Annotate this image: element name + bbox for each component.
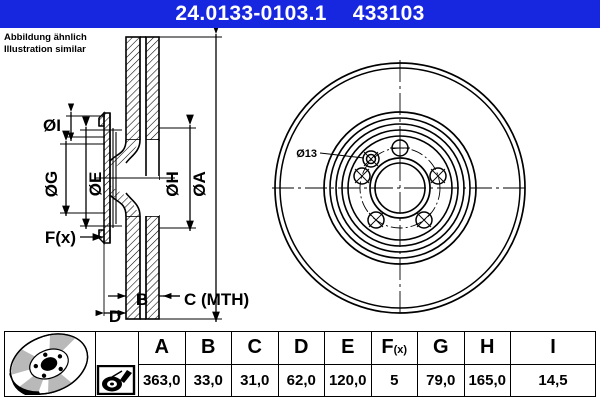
fx-main: F <box>381 336 394 359</box>
note-line-german: Abbildung ähnlich <box>4 32 87 43</box>
diameter-13-leader <box>319 152 365 159</box>
label-b: B <box>136 290 148 309</box>
column-header-c: C <box>231 331 279 365</box>
bottom-dimensions: B C (MTH) D <box>95 243 249 326</box>
label-diameter-a: ØA <box>190 171 209 197</box>
part-number: 24.0133-0103.1 <box>175 2 327 25</box>
dimension-diameter-e: ØE <box>80 116 122 229</box>
value-b: 33,0 <box>184 363 232 397</box>
bolt-hole <box>390 138 410 158</box>
specification-table: A B C D E F(x) G H I <box>4 331 596 397</box>
reference-number: 433103 <box>352 2 425 25</box>
column-header-g: G <box>417 331 465 365</box>
column-header-b: B <box>184 331 232 365</box>
face-view: Ø13 <box>272 60 528 316</box>
dimension-c: C (MTH) <box>163 290 249 309</box>
friction-ring-2 <box>329 117 471 259</box>
value-c: 31,0 <box>231 363 279 397</box>
hub-bell-bottom <box>109 176 159 217</box>
label-diameter-13: Ø13 <box>296 148 317 160</box>
drawing-area: ØI ØG ØE F(x) <box>0 28 600 328</box>
face-centre-lines <box>272 60 528 316</box>
column-header-fx: F(x) <box>370 331 418 365</box>
bolt-hole <box>353 167 371 185</box>
dimension-diameter-i: ØI <box>43 103 105 141</box>
column-header-d: D <box>277 331 325 365</box>
friction-ring-top <box>125 36 160 141</box>
label-diameter-i: ØI <box>43 116 61 135</box>
label-diameter-h: ØH <box>163 171 182 197</box>
left-dimensions: ØI ØG ØE F(x) <box>42 103 122 247</box>
note-line-english: Illustration similar <box>4 43 86 55</box>
column-header-a: A <box>138 331 186 365</box>
hat-outer-ring <box>347 135 453 241</box>
value-g: 79,0 <box>417 363 465 397</box>
dimension-diameter-a: ØA <box>159 28 222 322</box>
label-fx: F(x) <box>45 228 76 247</box>
disc-outer-edge <box>274 62 526 314</box>
label-diameter-e: ØE <box>86 172 105 197</box>
column-header-h: H <box>463 331 511 365</box>
value-d: 62,0 <box>277 363 325 397</box>
table-value-row: 363,0 33,0 31,0 62,0 120,0 5 79,0 165,0 … <box>5 363 596 397</box>
dimension-diameter-h: ØH <box>159 114 196 231</box>
hub-bell-top <box>109 139 160 180</box>
dimension-d: D <box>95 307 126 326</box>
friction-ring-3 <box>335 123 465 253</box>
dimension-fx: F(x) <box>45 228 103 247</box>
value-fx: 5 <box>370 363 418 397</box>
measurement-icon <box>95 364 139 397</box>
table-header-row: A B C D E F(x) G H I <box>4 331 596 397</box>
section-view <box>96 36 175 320</box>
label-c: C (MTH) <box>184 290 249 309</box>
value-i: 14,5 <box>510 363 596 397</box>
friction-ring-outer <box>323 111 477 265</box>
label-diameter-g: ØG <box>42 171 61 197</box>
measurement-icon-cell <box>95 331 139 364</box>
label-d: D <box>109 307 121 326</box>
bolt-hole <box>367 211 385 229</box>
value-a: 363,0 <box>138 363 186 397</box>
bolt-hole <box>429 167 447 185</box>
value-h: 165,0 <box>463 363 511 397</box>
header-bar: 24.0133-0103.1 433103 <box>0 0 600 28</box>
value-e: 120,0 <box>324 363 372 397</box>
right-dimensions: ØH ØA <box>159 28 222 322</box>
disc-perspective-thumbnail <box>4 331 96 397</box>
column-header-e: E <box>324 331 372 365</box>
disc-outer-edge-inner <box>279 67 521 309</box>
column-header-i: I <box>510 331 596 365</box>
illustration-note: Abbildung ähnlich Illustration similar <box>4 32 87 55</box>
fx-sub: (x) <box>393 344 408 357</box>
friction-ring-4 <box>341 129 459 247</box>
centre-bore-inner <box>374 162 426 214</box>
diameter-13-hole <box>362 150 380 168</box>
bolt-hole <box>415 211 433 229</box>
